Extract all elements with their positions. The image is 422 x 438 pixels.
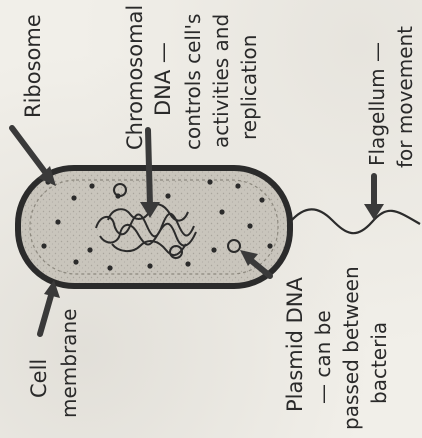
label-cell-membrane-1: Cell [27,359,51,398]
label-plasmid-dna-4: bacteria [367,322,391,404]
label-chromosomal-dna-1: Chromosomal [123,5,147,150]
label-chromosomal-dna-3: controls cell's [181,14,205,150]
label-flagellum-2: for movement [393,26,417,168]
label-flagellum-1: Flagellum — [365,42,389,166]
label-cell-membrane-2: membrane [57,309,81,418]
label-plasmid-dna-1: Plasmid DNA [283,277,307,412]
label-chromosomal-dna-5: replication [237,35,261,140]
label-ribosome: Ribosome [21,14,45,118]
label-plasmid-dna-3: passed between [339,266,363,430]
flagellum [290,209,420,233]
label-plasmid-dna-2: — can be [311,310,335,404]
label-chromosomal-dna-4: activities and [209,14,233,148]
label-chromosomal-dna-2: DNA — [151,42,175,116]
